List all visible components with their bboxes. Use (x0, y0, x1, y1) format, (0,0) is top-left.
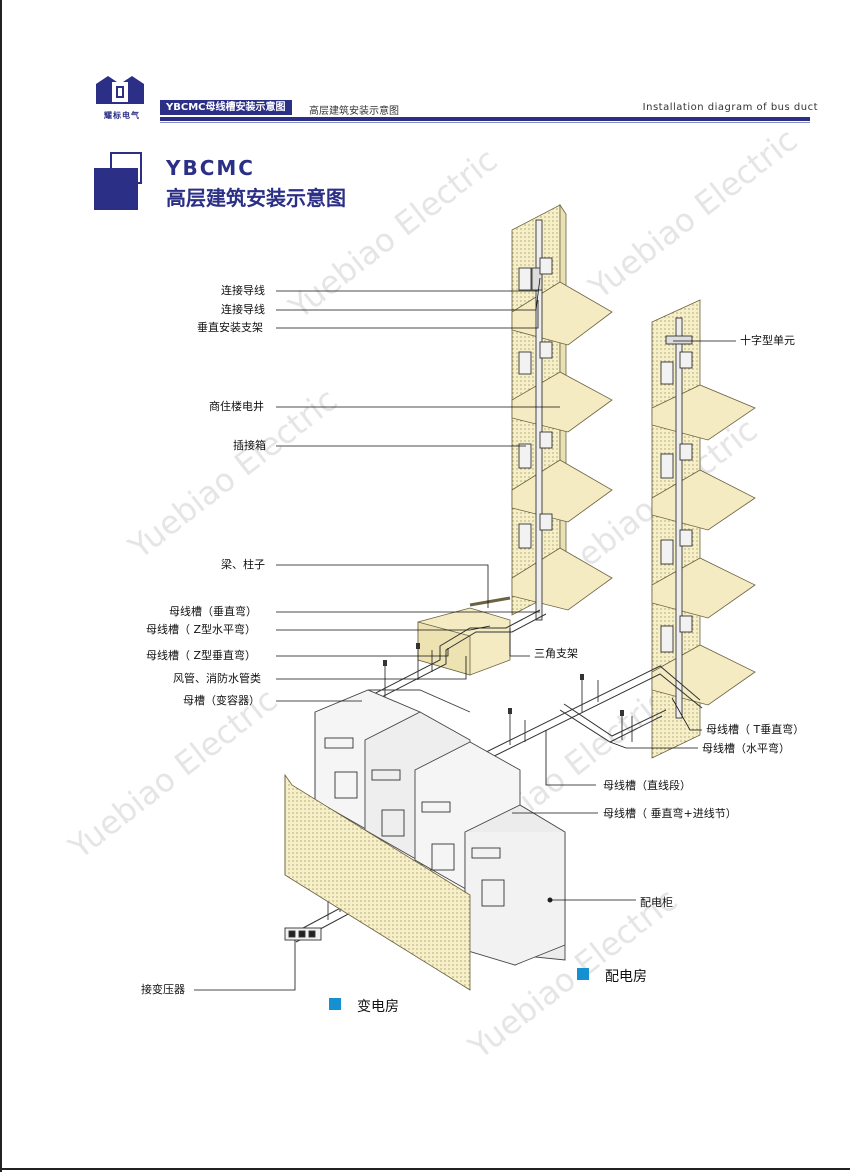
label-vertical-support: 垂直安装支架 (197, 321, 263, 334)
label-connecting-wire-2: 连接导线 (221, 303, 265, 316)
header-rule-thin (160, 122, 810, 123)
label-z-vertical-bend: 母线槽（ Z型垂直弯） (146, 649, 257, 662)
switchgear-cabinets (314, 689, 566, 966)
label-bus-transformer: 母槽（变容器） (183, 694, 260, 707)
page-frame-left (0, 0, 2, 1172)
legend-marker-substation (329, 998, 341, 1010)
company-logo-icon (96, 76, 144, 104)
leader-lines (194, 277, 736, 991)
label-vertical-bend-inlet: 母线槽（ 垂直弯+进线节） (603, 807, 737, 820)
label-cross-unit: 十字型单元 (740, 334, 795, 347)
beam-column-block (417, 607, 511, 676)
bus-duct-riser-left (518, 219, 553, 621)
label-connect-transformer: 接变压器 (141, 983, 185, 996)
page-frame-bottom (0, 1168, 850, 1170)
title-block-fill (110, 168, 138, 182)
label-triangle-bracket: 三角支架 (534, 647, 578, 660)
page-title: 高层建筑安装示意图 (166, 186, 346, 210)
legend-distribution-room: 配电房 (605, 969, 647, 985)
label-horizontal-bend: 母线槽（水平弯） (702, 742, 790, 755)
label-straight-section: 母线槽（直线段） (603, 779, 691, 792)
legend-marker-distribution-room (577, 968, 589, 980)
label-connecting-wire-1: 连接导线 (221, 284, 265, 297)
label-z-horizontal-bend: 母线槽（ Z型水平弯） (146, 623, 257, 636)
watermark: Yuebiao Electric (581, 121, 805, 307)
bus-duct-riser-right (660, 317, 693, 719)
label-distribution-cabinet: 配电柜 (640, 896, 673, 909)
header-rule (160, 117, 810, 121)
label-plug-box: 插接箱 (233, 439, 266, 452)
logo-text: 耀标电气 (104, 111, 140, 120)
header-subtitle: 高层建筑安装示意图 (309, 106, 399, 117)
legend-substation: 变电房 (357, 999, 399, 1015)
label-vertical-bend: 母线槽（垂直弯） (169, 605, 257, 618)
label-ducts-pipes: 风管、消防水管类 (173, 672, 261, 685)
label-electrical-shaft: 商住楼电井 (209, 400, 264, 413)
transformer-connector (284, 927, 322, 941)
label-beam-column: 梁、柱子 (221, 558, 265, 571)
watermark: Yuebiao Electric (281, 141, 505, 327)
label-t-vertical-bend: 母线槽（ T垂直弯） (706, 723, 805, 736)
header-brand-badge: YBCMC母线槽安装示意图 (160, 100, 292, 115)
watermark: Yuebiao Electric (61, 681, 285, 867)
substation-wall (284, 773, 471, 991)
page-title-english: YBCMC (166, 156, 255, 180)
beam-hatch (469, 596, 511, 607)
cabinet-panels (324, 737, 505, 907)
header-english-title: Installation diagram of bus duct (642, 102, 818, 113)
